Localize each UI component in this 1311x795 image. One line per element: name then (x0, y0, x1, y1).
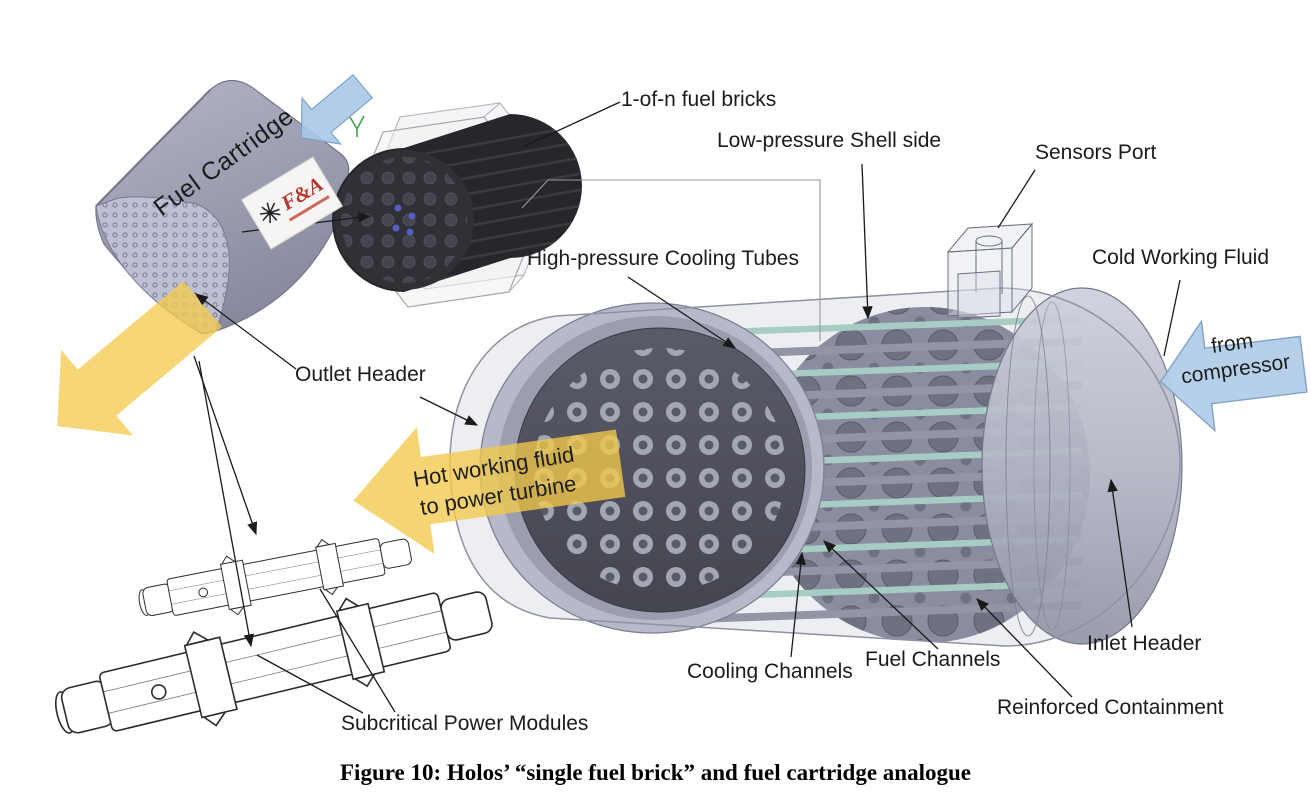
cad-axis-glyph (349, 115, 365, 137)
inlet-dome (981, 287, 1183, 645)
label-sensors-port: Sensors Port (1035, 141, 1157, 164)
label-low-pressure-shell-side: Low-pressure Shell side (717, 129, 942, 152)
leader-lines (193, 101, 1181, 714)
cold-inlet-small-arrow (300, 73, 374, 145)
sensors-port-render (946, 222, 1034, 319)
label-inlet-header: Inlet Header (1087, 632, 1202, 655)
heat-exchanger-vessel-render (449, 222, 1183, 647)
fuel-brick-render (332, 102, 582, 308)
fa-logo: F&A (241, 156, 343, 250)
fa-logo-text: F&A (276, 171, 327, 215)
label-cold-working-fluid: Cold Working Fluid (1092, 246, 1270, 269)
label-outlet-header: Outlet Header (295, 363, 426, 386)
label-one-of-n-fuel-bricks: 1-of-n fuel bricks (621, 88, 777, 111)
fuel-cartridge-render (95, 79, 350, 335)
hot-outlet-small-arrow (57, 280, 223, 436)
fa-starburst-icon (260, 202, 281, 223)
label-subcritical-power-modules: Subcritical Power Modules (341, 712, 589, 735)
label-fuel-channels: Fuel Channels (865, 648, 1001, 671)
flow-arrows (57, 73, 1308, 555)
label-high-pressure-cooling-tubes: High-pressure Cooling Tubes (527, 247, 799, 270)
from-compressor-arrow (1159, 319, 1308, 433)
label-reinforced-containment: Reinforced Containment (997, 696, 1224, 719)
label-cooling-channels: Cooling Channels (687, 660, 853, 683)
containment-shell-outline (449, 287, 1181, 647)
hot-working-fluid-arrow (353, 427, 626, 555)
figure-caption: Figure 10: Holos’ “single fuel brick” an… (340, 760, 971, 785)
